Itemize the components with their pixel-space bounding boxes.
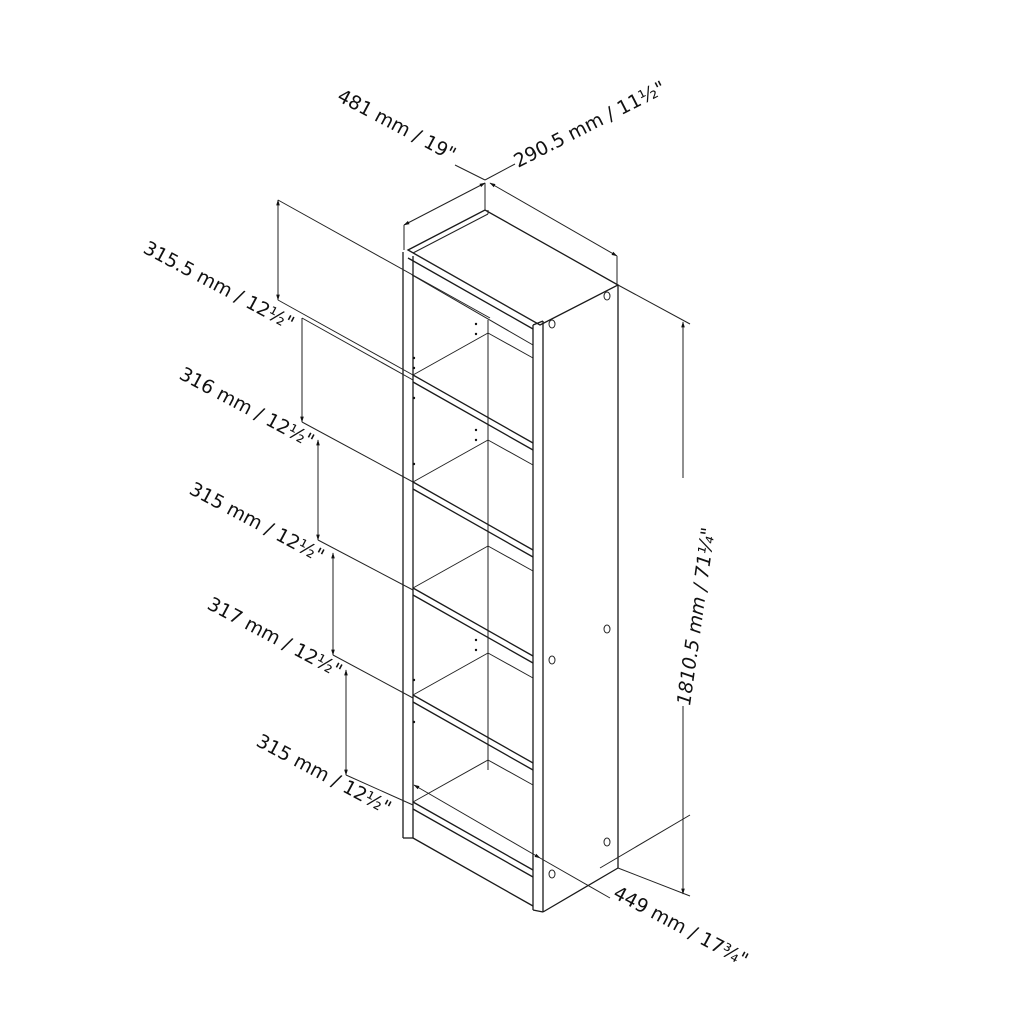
dimension-lines [276,163,691,899]
shelves [412,332,534,907]
shelf-gap-label-1: 315.5 mm / 12½" [140,237,298,335]
shelf-gap-label-2: 316 mm / 12½" [176,363,318,452]
depth-label: 290.5 mm / 11½" [510,77,669,173]
shelf-gap-label-5: 315 mm / 12½" [253,730,395,819]
height-label: 1810.5 mm / 71¼" [673,526,720,707]
pin-holes [412,322,478,724]
bottom-width-label: 449 mm / 17¾" [610,882,752,971]
shelf-gap-label-4: 317 mm / 12½" [204,593,346,682]
bookcase-body [402,209,620,913]
cam-holes [548,291,611,879]
width-label: 481 mm / 19" [334,85,460,166]
shelf-gap-label-3: 315 mm / 12½" [186,478,328,567]
dimension-labels: 481 mm / 19" 290.5 mm / 11½" 1810.5 mm /… [140,77,752,972]
